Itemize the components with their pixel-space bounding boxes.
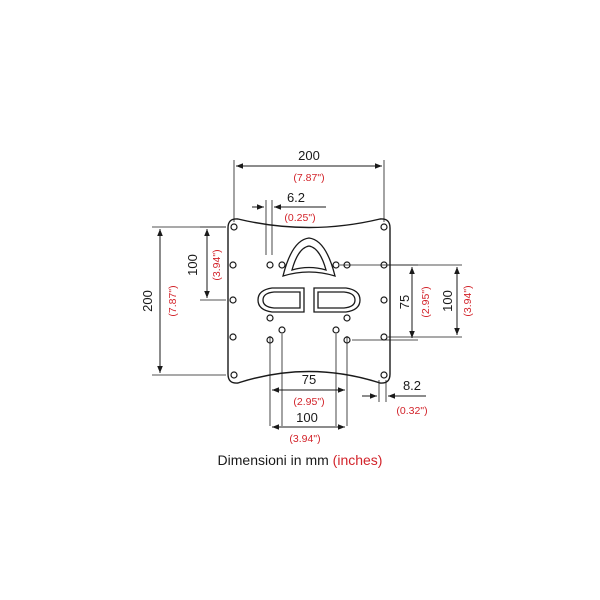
offset-top-inch: (0.25") xyxy=(284,212,315,224)
dimension-offset-top: 6.2 (0.25") xyxy=(252,190,326,255)
right-slot-inner xyxy=(317,291,356,309)
caption: Dimensioni in mm (inches) xyxy=(0,452,600,468)
right-height-75-inch: (2.95") xyxy=(420,286,432,317)
dimension-right-height-100: 100 (3.94") xyxy=(388,264,474,338)
dimension-left-height-inner: 100 (3.94") xyxy=(185,226,226,301)
offset-top-mm: 6.2 xyxy=(287,190,305,205)
dimension-left-height-outer: 200 (7.87") xyxy=(140,226,226,376)
caption-text: Dimensioni in mm xyxy=(217,452,329,468)
left-height-inner-inch: (3.94") xyxy=(211,249,223,280)
triangle-cutout-inner xyxy=(291,245,327,271)
bottom-width-75-mm: 75 xyxy=(302,372,316,387)
caption-unit: (inches) xyxy=(332,452,383,468)
left-slot-inner xyxy=(262,291,301,309)
dimension-top-width: 200 (7.87") xyxy=(233,148,385,222)
bottom-width-100-inch: (3.94") xyxy=(289,433,320,445)
right-height-75-mm: 75 xyxy=(397,295,412,309)
dimension-bottom-width-100: 100 (3.94") xyxy=(272,334,345,445)
bottom-width-75-inch: (2.95") xyxy=(293,396,324,408)
offset-bottom-inch: (0.32") xyxy=(396,405,427,417)
top-width-mm: 200 xyxy=(298,148,320,163)
offset-bottom-mm: 8.2 xyxy=(403,378,421,393)
right-height-100-mm: 100 xyxy=(440,290,455,312)
bottom-width-100-mm: 100 xyxy=(296,410,318,425)
dimension-offset-bottom: 8.2 (0.32") xyxy=(362,378,428,417)
inner-holes xyxy=(266,261,351,344)
left-height-inner-mm: 100 xyxy=(185,254,200,276)
perimeter-holes xyxy=(229,223,388,379)
top-width-inch: (7.87") xyxy=(293,172,324,184)
dimension-bottom-width-75: 75 (2.95") xyxy=(269,336,348,426)
left-height-outer-mm: 200 xyxy=(140,290,155,312)
right-height-100-inch: (3.94") xyxy=(462,285,474,316)
dimension-right-height-75: 75 (2.95") xyxy=(340,264,432,341)
left-height-outer-inch: (7.87") xyxy=(167,285,179,316)
